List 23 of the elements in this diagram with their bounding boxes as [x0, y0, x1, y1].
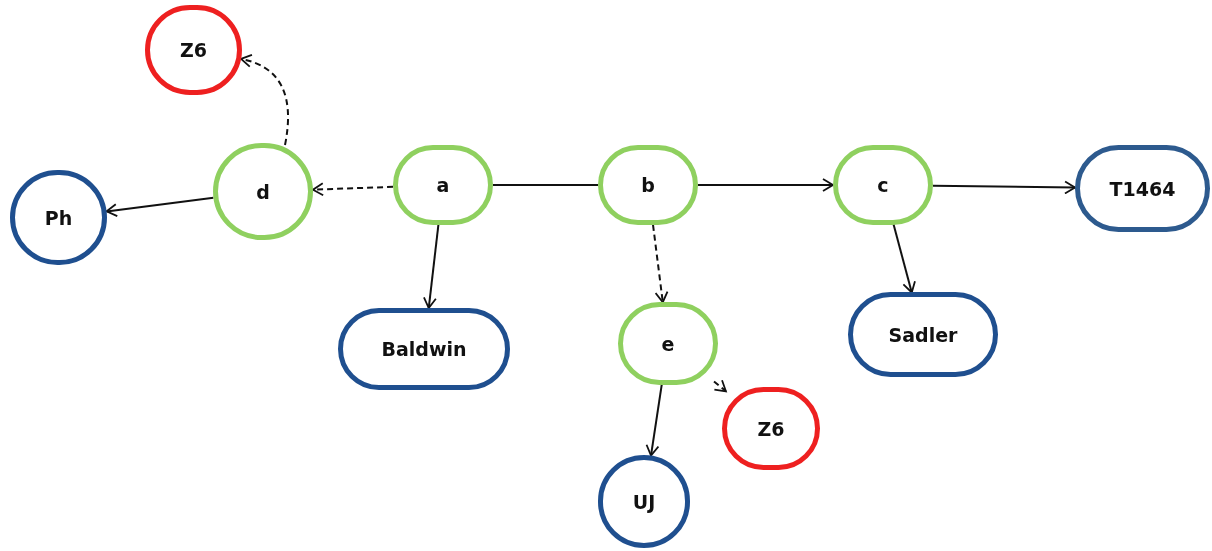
node-label: Ph [44, 206, 73, 229]
node-label: UJ [632, 490, 656, 513]
node-label: e [661, 332, 675, 355]
arrow [697, 178, 834, 192]
arrow [423, 223, 440, 310]
node-label: c [877, 174, 889, 196]
connector-line [492, 184, 599, 186]
arrow [932, 180, 1076, 195]
arrow [240, 54, 289, 146]
arrow [105, 196, 215, 217]
arrow [645, 383, 663, 457]
node-label: Baldwin [381, 338, 467, 360]
arrow [311, 182, 395, 197]
node-label: a [436, 174, 450, 196]
node-label: Sadler [888, 323, 958, 346]
arrow [892, 223, 916, 294]
node-label: Z6 [757, 417, 785, 440]
node-label: b [641, 174, 655, 196]
node-label: Z6 [180, 39, 207, 61]
arrow [713, 379, 727, 393]
arrow [652, 223, 669, 304]
node-label: d [256, 180, 270, 203]
node-label: T1464 [1109, 177, 1176, 200]
